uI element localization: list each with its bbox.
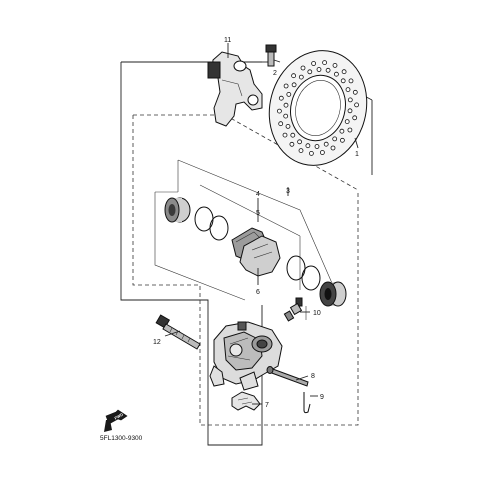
seal-right-2 — [301, 265, 321, 291]
disc-hole — [291, 73, 297, 79]
disc-hole — [347, 97, 353, 103]
pad-group-frame — [154, 159, 336, 301]
diagram-code: 5FL1300-9300 — [100, 435, 143, 442]
disc-hole — [347, 127, 353, 133]
disc-hole — [348, 78, 354, 84]
callout-12: 12 — [153, 339, 161, 346]
disc-hole — [344, 119, 350, 124]
callout-3: 3 — [286, 188, 290, 195]
disc-hole — [339, 128, 345, 134]
disc-hole — [283, 83, 289, 89]
disc-hole — [289, 141, 295, 147]
disc-hole — [290, 132, 296, 138]
disc-hole — [307, 69, 313, 75]
seal-right-1 — [286, 255, 306, 281]
disc-hole — [333, 71, 339, 77]
disc-hole — [298, 74, 304, 80]
disc-hole — [278, 121, 284, 127]
disc-hole — [325, 67, 331, 73]
caliper-body — [209, 321, 283, 391]
disc-hole — [300, 65, 306, 71]
callout-4: 4 — [256, 191, 260, 198]
pin-clip — [303, 392, 318, 414]
caliper-assembly-dashed-frame — [132, 114, 359, 426]
disc-hole — [354, 102, 360, 108]
disc-hole — [330, 145, 336, 151]
callout-9: 9 — [320, 394, 324, 401]
disc-hole — [291, 82, 297, 88]
disc-hole — [323, 141, 329, 147]
piston-right — [319, 281, 347, 307]
disc-hole — [285, 124, 291, 129]
disc-hole — [352, 89, 358, 95]
disc-hole — [347, 108, 353, 114]
disc-hole — [319, 150, 325, 155]
callout-10: 10 — [313, 310, 321, 317]
disc-hole — [297, 139, 303, 145]
caliper-bolt — [155, 314, 201, 350]
disc-hole — [340, 78, 346, 84]
disc-hole — [276, 108, 282, 114]
callout-8: 8 — [311, 373, 315, 380]
disc-hole — [316, 67, 322, 72]
disc-hole — [282, 132, 288, 138]
disc-holes — [276, 60, 360, 156]
disc-hole — [352, 115, 358, 121]
disc-hole — [305, 143, 311, 149]
front-label: FWD — [114, 412, 124, 421]
callout-7: 7 — [265, 402, 269, 409]
front-direction-arrow — [104, 409, 128, 432]
disc-hole — [332, 136, 338, 142]
disc-hole — [339, 137, 345, 143]
brake-disc — [268, 50, 368, 166]
disc-hole — [322, 60, 328, 65]
callout-5: 5 — [256, 210, 260, 217]
brake-pad-rear — [239, 235, 281, 277]
caliper-bracket — [207, 43, 263, 127]
disc-hole — [286, 92, 292, 97]
pad-spring — [231, 391, 262, 411]
disc-hole — [283, 113, 289, 119]
seal-left-2 — [209, 215, 229, 241]
disc-bolt — [265, 44, 281, 67]
disc-hole — [341, 69, 347, 75]
disc-hole — [283, 102, 289, 108]
disc-hole — [332, 63, 338, 68]
piston-left — [164, 197, 191, 223]
disc-hole — [278, 95, 284, 101]
callout-2: 2 — [273, 70, 277, 77]
disc-hole — [311, 61, 317, 66]
callout-11: 11 — [224, 37, 231, 44]
bleed-screw — [283, 297, 310, 322]
disc-hole — [345, 87, 351, 92]
callout-1: 1 — [355, 151, 359, 158]
disc-hole — [314, 144, 320, 149]
callout-6: 6 — [256, 289, 260, 296]
disc-hole — [308, 150, 314, 156]
disc-hole — [298, 148, 304, 154]
pad-pin — [266, 366, 309, 387]
